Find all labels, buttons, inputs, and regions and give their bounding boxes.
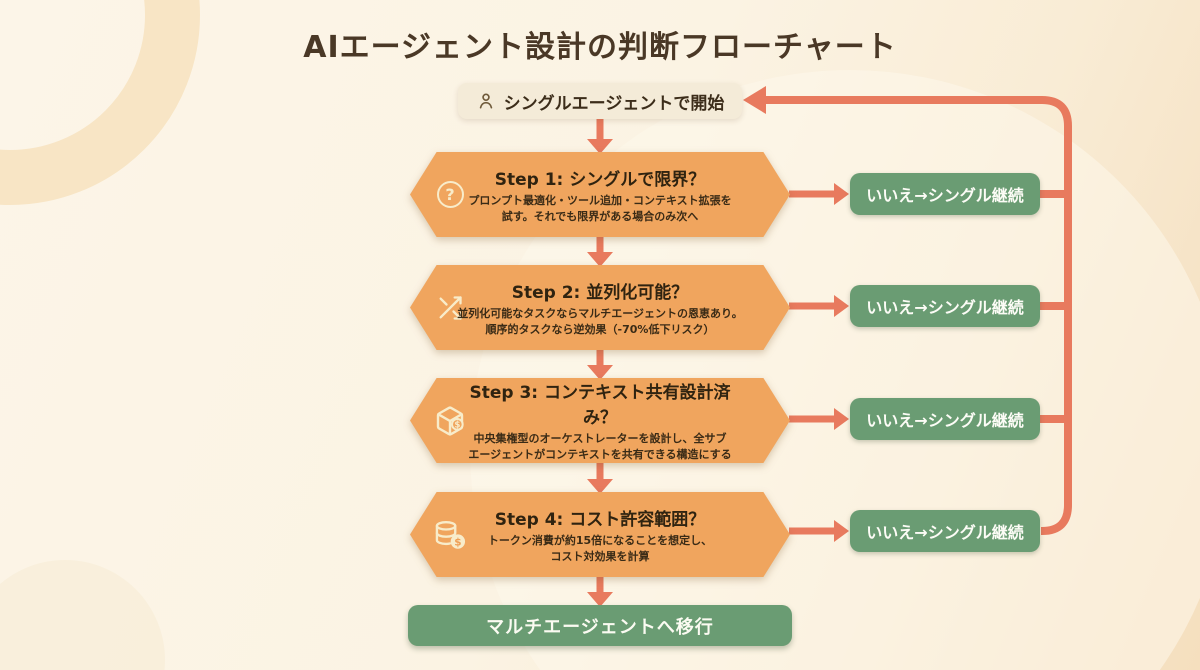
- step-4-title: Step 4: コスト許容範囲？: [494, 509, 706, 530]
- step-2-node: Step 2: 並列化可能？ 並列化可能なタスクならマルチエージェントの恩恵あり…: [410, 265, 790, 350]
- step-2-title: Step 2: 並列化可能？: [511, 282, 689, 303]
- branch-no-3-label: いいえ→シングル継続: [866, 411, 1024, 430]
- question-icon: ?: [432, 177, 468, 213]
- step-2-hexagon: [410, 265, 790, 350]
- branch-no-2: いいえ→シングル継続: [850, 285, 1040, 327]
- start-node-label: シングルエージェントで開始: [503, 93, 725, 114]
- step-3-title: Step 3: コンテキスト共有設計済み？: [469, 383, 731, 429]
- branch-no-1: いいえ→シングル継続: [850, 173, 1040, 215]
- step-1-title: Step 1: シングルで限界？: [494, 169, 706, 190]
- end-node-label: マルチエージェントへ移行: [486, 616, 714, 638]
- shuffle-icon: [432, 290, 468, 326]
- step-1-description: プロンプト最適化・ツール追加・コンテキスト拡張を 試す。それでも限界がある場合の…: [468, 193, 732, 223]
- step-3-hexagon: [410, 378, 790, 463]
- step-4-hexagon: [410, 492, 790, 577]
- page-title: AIエージェント設計の判断フローチャート: [303, 30, 897, 65]
- start-node: シングルエージェントで開始: [458, 83, 742, 119]
- step-4-node: $ Step 4: コスト許容範囲？ トークン消費が約15倍になることを想定し、…: [410, 492, 790, 577]
- person-icon: [479, 93, 492, 109]
- svg-text:$: $: [454, 536, 461, 548]
- step-3-node: $ Step 3: コンテキスト共有設計済み？ 中央集権型のオーケストレーターを…: [410, 378, 790, 463]
- branch-no-4: いいえ→シングル継続: [850, 510, 1040, 552]
- decor-circle-bottom-left: [0, 560, 165, 670]
- step-2-description: 並列化可能なタスクならマルチエージェントの恩恵あり。 順序的タスクなら逆効果（-…: [457, 306, 743, 336]
- step-3-description: 中央集権型のオーケストレーターを設計し、全サブ エージェントがコンテキストを共有…: [468, 432, 732, 461]
- step-4-description: トークン消費が約15倍になることを想定し、 コスト対効果を計算: [487, 533, 713, 563]
- step-1-node: ? Step 1: シングルで限界？ プロンプト最適化・ツール追加・コンテキスト…: [410, 152, 790, 237]
- package-icon: $: [432, 403, 468, 439]
- branch-no-3: いいえ→シングル継続: [850, 398, 1040, 440]
- step-1-hexagon: [410, 152, 790, 237]
- branch-no-4-label: いいえ→シングル継続: [866, 523, 1024, 542]
- branch-no-1-label: いいえ→シングル継続: [866, 186, 1024, 205]
- svg-text:$: $: [454, 420, 460, 430]
- branch-no-2-label: いいえ→シングル継続: [866, 298, 1024, 317]
- end-node: マルチエージェントへ移行: [408, 605, 792, 646]
- coins-icon: $: [432, 517, 468, 553]
